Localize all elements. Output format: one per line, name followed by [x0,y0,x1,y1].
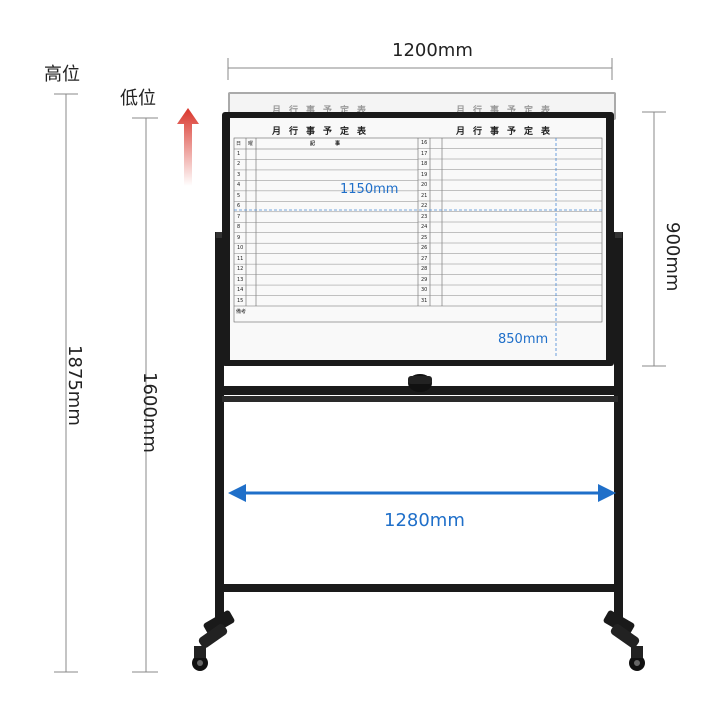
inner-height-label: 850mm [498,332,549,347]
day-number-right: 24 [421,224,428,230]
day-number-right: 25 [421,234,428,241]
board-header-left: 月行事予定表 [272,127,375,137]
ghost-header-left: 月行事予定表 [272,106,375,116]
day-number-right: 18 [421,161,428,167]
day-number-left: 11 [237,255,244,262]
height-low-label: 1600mm [139,372,160,453]
day-number-right: 30 [421,287,428,293]
col-day-label: 日 [236,141,242,147]
base-width-arrow [228,484,616,502]
day-number-left: 6 [237,203,241,210]
high-position-label: 高位 [44,64,80,85]
day-number-left: 12 [237,266,244,273]
day-number-left: 9 [237,234,241,241]
remarks-label: 備考 [236,309,247,315]
day-number-left: 8 [237,224,241,231]
day-number-right: 27 [421,255,428,262]
width-total-label: 1200mm [392,40,473,61]
inner-width-label: 1150mm [340,182,399,197]
day-number-right: 31 [421,297,428,304]
day-number-right: 19 [421,171,428,178]
day-number-right: 16 [421,140,428,146]
day-number-left: 14 [237,287,244,294]
board-height-label: 900mm [662,222,683,292]
day-number-right: 21 [421,192,428,199]
whiteboard-surface: 月行事予定表 月行事予定表 [230,118,606,360]
day-number-right: 28 [421,266,428,272]
raise-arrow-icon [177,108,199,186]
day-number-right: 29 [421,276,428,283]
col-notes-label: 記 事 [310,141,341,147]
board-grid [233,137,603,356]
ghost-header-right: 月行事予定表 [456,106,559,116]
low-position-label: 低位 [120,88,156,109]
height-high-label: 1875mm [64,345,85,426]
day-number-right: 26 [421,245,428,251]
day-number-left: 5 [237,192,241,199]
day-number-left: 4 [237,182,241,189]
day-number-left: 3 [237,171,241,178]
day-number-right: 17 [421,150,428,157]
day-number-left: 1 [237,151,241,157]
day-number-left: 13 [237,276,244,283]
board-header-right: 月行事予定表 [456,127,559,137]
day-number-left: 7 [237,213,241,220]
day-number-right: 22 [421,203,428,209]
day-number-right: 23 [421,213,428,220]
day-number-left: 15 [237,297,244,304]
whiteboard: 月行事予定表 月行事予定表 [222,112,614,366]
day-number-left: 10 [237,245,244,252]
day-number-left: 2 [237,161,241,168]
col-weekday-label: 曜 [248,141,254,147]
base-width-label: 1280mm [384,510,465,531]
day-number-right: 20 [421,182,428,188]
